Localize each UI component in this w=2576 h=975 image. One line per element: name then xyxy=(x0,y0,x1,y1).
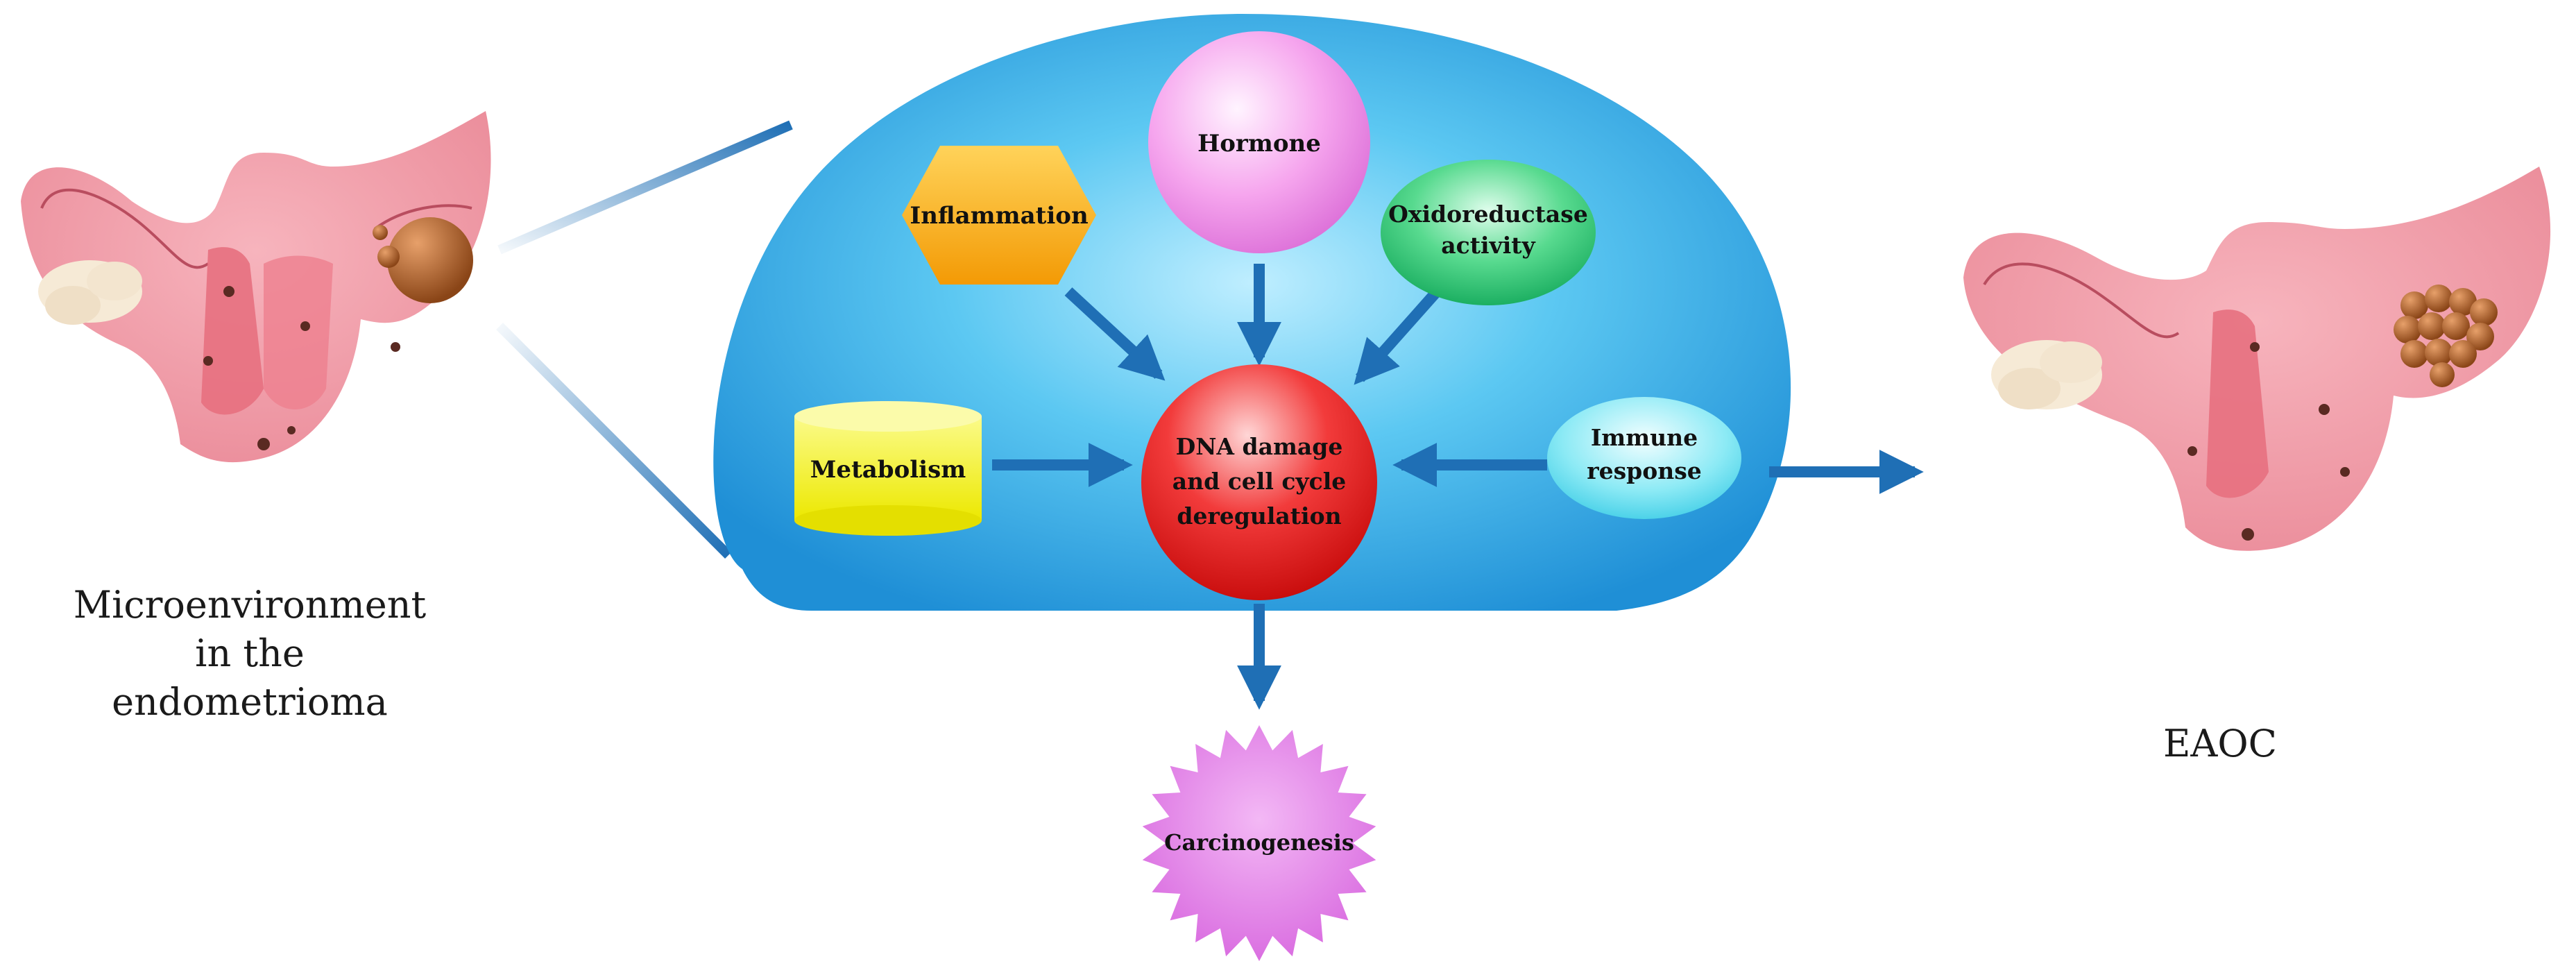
outcome-carcinogenesis: Carcinogenesis xyxy=(1142,725,1376,961)
factor-oxidoreductase-label-line1: Oxidoreductase xyxy=(1388,201,1588,228)
factor-metabolism-label: Metabolism xyxy=(810,456,966,484)
caption-left-line1: Microenvironment xyxy=(74,583,427,627)
center-label-line3: deregulation xyxy=(1177,502,1341,529)
arrow-oxidoreductase-to-center xyxy=(1354,280,1447,385)
center-label-line1: DNA damage xyxy=(1176,433,1343,460)
caption-left-line2: in the xyxy=(195,631,305,675)
right-uterus-eaoc-illustration xyxy=(1963,167,2551,551)
caption-right: EAOC xyxy=(2163,722,2277,765)
factor-immune-label-line2: response xyxy=(1587,457,1702,484)
left-uterus-illustration xyxy=(21,111,491,463)
center-label-line2: and cell cycle xyxy=(1172,468,1346,495)
factor-inflammation-label: Inflammation xyxy=(910,202,1088,230)
factor-immune-label-line1: Immune xyxy=(1591,424,1698,451)
caption-left-line3: endometrioma xyxy=(112,680,388,724)
zoom-line-bottom xyxy=(496,323,732,559)
center-dna-damage: DNA damage and cell cycle deregulation xyxy=(1141,364,1377,600)
arrow-inflammation-to-center xyxy=(1064,287,1166,381)
zoom-line-top xyxy=(497,120,793,255)
factor-hormone-label: Hormone xyxy=(1197,130,1321,158)
factor-immune-response: Immune response xyxy=(1547,397,1741,519)
factor-oxidoreductase: Oxidoreductase activity xyxy=(1381,160,1596,305)
factor-inflammation: Inflammation xyxy=(902,146,1096,285)
outcome-carcinogenesis-label: Carcinogenesis xyxy=(1164,829,1354,856)
carcinogenesis-star-shape xyxy=(1142,725,1376,961)
factor-hormone: Hormone xyxy=(1148,31,1370,253)
tumor-cluster xyxy=(2394,285,2498,387)
factor-oxidoreductase-label-line2: activity xyxy=(1441,232,1535,259)
factor-metabolism: Metabolism xyxy=(794,401,982,536)
